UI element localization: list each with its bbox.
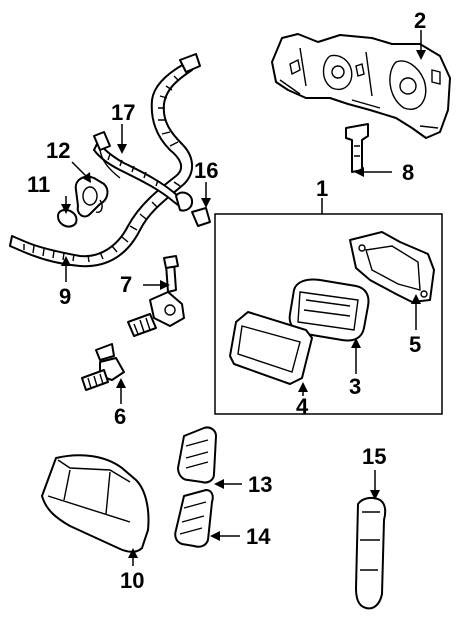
headlamp-lens <box>41 454 150 553</box>
bulb <box>57 208 78 228</box>
callout-14: 14 <box>246 524 271 549</box>
retainer-ring <box>349 231 435 303</box>
callout-7: 7 <box>120 272 132 297</box>
connector <box>175 191 211 227</box>
callout-11: 11 <box>27 172 50 197</box>
callout-10: 10 <box>120 568 144 593</box>
adjuster-6 <box>81 343 125 391</box>
callout-6: 6 <box>114 404 126 429</box>
leader-lines <box>61 30 426 566</box>
callout-8: 8 <box>402 160 414 185</box>
callout-labels: 1 2 3 4 5 6 7 8 9 10 11 12 13 14 15 16 1… <box>27 8 426 593</box>
callout-1: 1 <box>316 176 328 201</box>
mounting-panel <box>271 33 451 139</box>
wiring-harness <box>9 53 201 268</box>
marker-lamp-13 <box>177 426 217 484</box>
parking-lamp-14 <box>174 489 214 548</box>
callout-12: 12 <box>46 138 70 163</box>
bulb-socket <box>74 175 109 218</box>
callout-2: 2 <box>414 8 426 33</box>
callout-16: 16 <box>194 158 218 183</box>
callout-15: 15 <box>362 444 386 469</box>
bracket <box>345 123 369 173</box>
retaining-ring <box>229 311 313 385</box>
side-marker-lens <box>355 496 387 610</box>
callout-9: 9 <box>59 284 71 309</box>
headlamp-assembly-box <box>214 213 443 415</box>
callout-5: 5 <box>409 332 421 357</box>
callout-13: 13 <box>248 472 272 497</box>
adjuster-screw-7 <box>127 255 185 337</box>
socket-wire <box>93 131 121 179</box>
callout-3: 3 <box>349 374 361 399</box>
callout-4: 4 <box>296 394 309 419</box>
callout-17: 17 <box>111 100 135 125</box>
